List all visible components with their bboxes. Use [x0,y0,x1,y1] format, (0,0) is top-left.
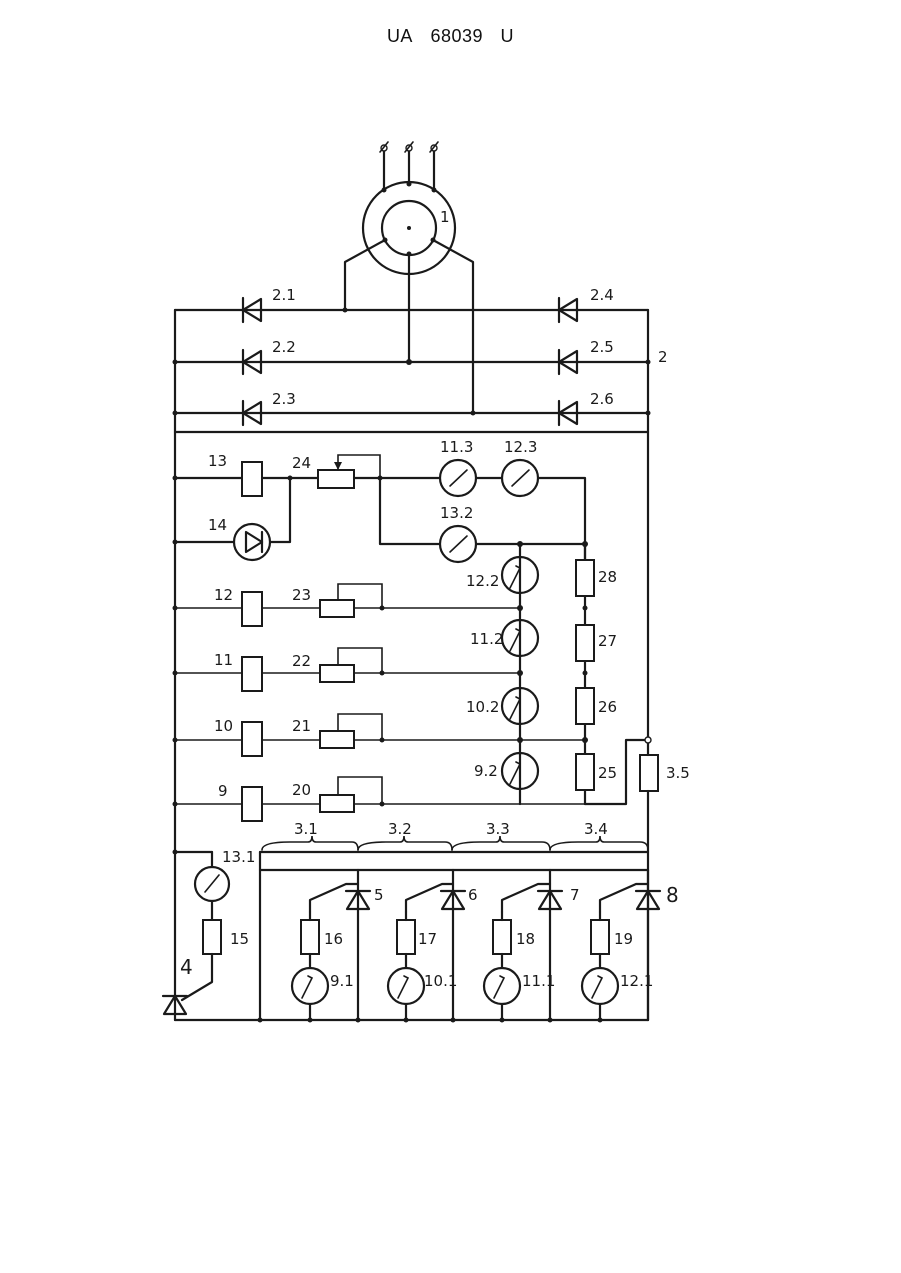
label-25: 25 [598,764,617,782]
label-15: 15 [230,930,249,948]
label-11-1: 11.1 [522,972,555,990]
label-13-1: 13.1 [222,848,255,866]
label-17: 17 [418,930,437,948]
label-6: 6 [468,886,478,904]
label-11-2: 11.2 [470,630,503,648]
label-3-4: 3.4 [584,820,608,838]
label-10: 10 [214,717,233,735]
label-12: 12 [214,586,233,604]
label-9-2: 9.2 [474,762,498,780]
label-14: 14 [208,516,227,534]
label-3-1: 3.1 [294,820,318,838]
label-28: 28 [598,568,617,586]
label-16: 16 [324,930,343,948]
label-11: 11 [214,651,233,669]
label-10-2: 10.2 [466,698,499,716]
label-7: 7 [570,886,580,904]
label-22: 22 [292,652,311,670]
label-5: 5 [374,886,384,904]
label-10-1: 10.1 [424,972,457,990]
label-11-3: 11.3 [440,438,473,456]
label-26: 26 [598,698,617,716]
label-2-1: 2.1 [272,286,296,304]
generator [343,142,476,416]
label-21: 21 [292,717,311,735]
label-4: 4 [180,955,193,979]
label-9: 9 [218,782,228,800]
label-2-3: 2.3 [272,390,296,408]
label-8: 8 [666,883,679,907]
label-18: 18 [516,930,535,948]
label-3-2: 3.2 [388,820,412,838]
label-12-3: 12.3 [504,438,537,456]
label-2-2: 2.2 [272,338,296,356]
label-13-2: 13.2 [440,504,473,522]
label-2: 2 [658,348,668,366]
label-1: 1 [440,208,450,226]
label-19: 19 [614,930,633,948]
label-3-3: 3.3 [486,820,510,838]
label-12-2: 12.2 [466,572,499,590]
relay-row-13 [173,455,589,562]
label-9-1: 9.1 [330,972,354,990]
label-13: 13 [208,452,227,470]
contact-chain [502,541,658,1020]
label-2-5: 2.5 [590,338,614,356]
label-3-5: 3.5 [666,764,690,782]
label-23: 23 [292,586,311,604]
label-24: 24 [292,454,311,472]
label-2-6: 2.6 [590,390,614,408]
label-2-4: 2.4 [590,286,614,304]
relay-coils [173,584,621,821]
label-20: 20 [292,781,311,799]
label-27: 27 [598,632,617,650]
label-12-1: 12.1 [620,972,653,990]
